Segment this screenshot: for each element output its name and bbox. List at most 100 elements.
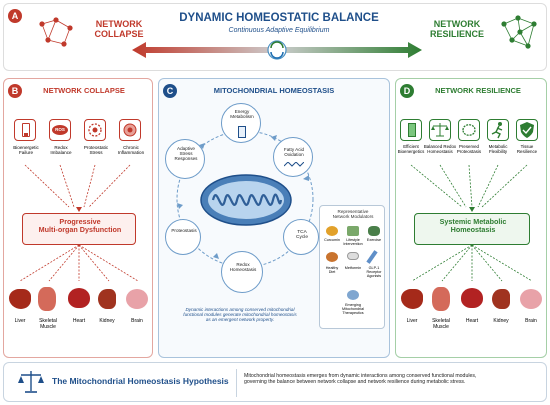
resilience-organ-1: Liver — [406, 318, 418, 324]
top-subtitle: Continuous Adaptive Equilibrium — [228, 27, 330, 34]
module-tca-label: TCA Cycle — [296, 230, 308, 241]
modulator-7: Emerging Mitochondrial Therapeutics — [342, 303, 364, 316]
modulator-2: Lifestyle Intervention — [343, 238, 363, 247]
panel-c: C MITOCHONDRIAL HOMEOSTASIS Energy Metab… — [158, 78, 390, 358]
collapse-outcome: Progressive Multi-organ Dysfunction — [38, 217, 122, 234]
collapse-title: NETWORK COLLAPSE — [43, 86, 125, 95]
module-proteostasis-label: Proteostasis — [171, 228, 197, 233]
badge-d: D — [400, 84, 414, 98]
battery-full-icon — [400, 119, 422, 141]
module-fatty-acid-label: Fatty Acid Oxidation — [283, 147, 305, 158]
diet-icon — [326, 252, 338, 262]
resilience-outcome-box: Systemic Metabolic Homeostasis — [414, 213, 530, 245]
resilience-item-3: Preserved Proteostasis — [456, 144, 482, 154]
resilience-organ-2: Skeletal Muscle — [432, 318, 450, 330]
brain-icon — [126, 289, 148, 309]
collapse-item-3: Proteostatic Stress — [83, 145, 109, 156]
heart-icon — [68, 288, 90, 308]
collapse-organ-2: Skeletal Muscle — [39, 318, 57, 330]
resilience-item-4: Metabolic Flexibility — [488, 144, 508, 154]
collapse-network-icon — [39, 17, 73, 47]
scales-icon — [429, 119, 451, 141]
therapeutics-icon — [347, 290, 359, 300]
runner-icon — [487, 119, 509, 141]
fatty-chain-icon — [284, 162, 304, 167]
lifestyle-icon — [347, 226, 359, 236]
center-caption: Dynamic interactions among conserved mit… — [183, 307, 297, 323]
modulator-3: Exercise — [366, 238, 382, 242]
inflammation-icon — [119, 119, 141, 141]
modulator-1: Curcumin — [324, 238, 340, 242]
modulators-title: Representative Network Modulators — [332, 209, 374, 220]
footer-text: Mitochondrial homeostasis emerges from d… — [244, 373, 477, 385]
modulator-5: Metformin — [344, 266, 362, 270]
muscle-icon — [432, 287, 450, 311]
badge-b: B — [8, 84, 22, 98]
resilience-item-1: Efficient Bioenergetics — [397, 144, 425, 154]
metformin-icon — [347, 252, 359, 260]
collapse-label: NETWORK COLLAPSE — [94, 19, 144, 39]
resilience-title: NETWORK RESILIENCE — [435, 86, 521, 95]
curcumin-icon — [326, 226, 338, 236]
resilience-network-icon — [501, 15, 537, 49]
ros-icon: ROS — [49, 119, 71, 141]
liver-icon — [401, 289, 423, 309]
resilience-outcome: Systemic Metabolic Homeostasis — [439, 217, 507, 234]
top-title: DYNAMIC HOMEOSTATIC BALANCE — [179, 12, 379, 24]
panel-a: A NETWORK COLLAPSE DYNAMIC HOMEOSTATIC B… — [3, 3, 547, 71]
collapse-arrows-down — [24, 164, 131, 212]
footer-title: The Mitochondrial Homeostasis Hypothesis — [52, 376, 229, 386]
kidney-icon — [492, 289, 510, 309]
panel-d: D NETWORK RESILIENCE Efficient Bioenerge… — [395, 78, 547, 358]
resilience-organ-4: Kidney — [493, 318, 509, 324]
center-title: MITOCHONDRIAL HOMEOSTASIS — [213, 86, 335, 95]
module-tca: TCA Cycle — [283, 219, 319, 255]
collapse-fan-arrows — [19, 245, 139, 282]
footer-divider — [236, 369, 237, 397]
badge-a: A — [8, 9, 22, 23]
shield-check-icon — [516, 119, 538, 141]
protein-aggregate-icon — [84, 119, 106, 141]
module-redox-label: Redox Homeostasis — [229, 262, 257, 273]
muscle-icon — [38, 287, 56, 311]
mitochondrion-icon — [200, 174, 292, 226]
collapse-organ-4: Kidney — [99, 318, 115, 324]
kidney-icon — [98, 289, 116, 309]
module-stress: Adaptive Stress Responses — [165, 139, 205, 179]
collapse-organ-1: Liver — [14, 318, 26, 324]
heart-icon — [461, 288, 483, 308]
module-redox: Redox Homeostasis — [221, 251, 263, 293]
modulator-6: GLP-1 Receptor Agonists — [366, 266, 382, 279]
brain-icon — [520, 289, 542, 309]
resilience-label: NETWORK RESILIENCE — [429, 19, 484, 39]
panel-b: B NETWORK COLLAPSE ROS Bioenergetic Fail… — [3, 78, 153, 358]
collapse-organ-3: Heart — [72, 318, 86, 324]
collapse-outcome-box: Progressive Multi-organ Dysfunction — [22, 213, 136, 245]
protein-fold-icon — [458, 119, 480, 141]
collapse-organ-5: Brain — [131, 318, 143, 324]
modulator-4: Healthy Diet — [325, 266, 339, 275]
collapse-item-4: Chronic Inflammation — [117, 145, 145, 156]
resilience-organ-3: Heart — [465, 318, 479, 324]
resilience-item-2: Balanced Redox Homeostasis — [423, 144, 457, 154]
glp1-icon — [366, 250, 378, 264]
module-fatty-acid: Fatty Acid Oxidation — [273, 137, 313, 177]
collapse-item-1: Bioenergetic Failure — [13, 145, 39, 156]
balance-arrow — [132, 40, 422, 60]
battery-low-icon — [14, 119, 36, 141]
resilience-fan-arrows — [411, 245, 533, 282]
badge-c: C — [163, 84, 177, 98]
resilience-item-5: Tissue Resilience — [516, 144, 538, 154]
resilience-organ-5: Brain — [525, 318, 537, 324]
liver-icon — [9, 289, 31, 309]
resilience-arrows-down — [410, 164, 528, 212]
collapse-item-2: Redox Imbalance — [50, 145, 72, 156]
module-stress-label: Adaptive Stress Responses — [174, 146, 198, 162]
scales-balance-icon — [18, 371, 44, 393]
battery-icon — [238, 126, 246, 138]
exercise-icon — [368, 226, 380, 236]
footer-panel: The Mitochondrial Homeostasis Hypothesis… — [3, 362, 547, 402]
module-energy: Energy Metabolism — [221, 103, 261, 143]
ros-text: ROS — [52, 125, 68, 135]
module-energy-label: Energy Metabolism — [230, 109, 254, 120]
